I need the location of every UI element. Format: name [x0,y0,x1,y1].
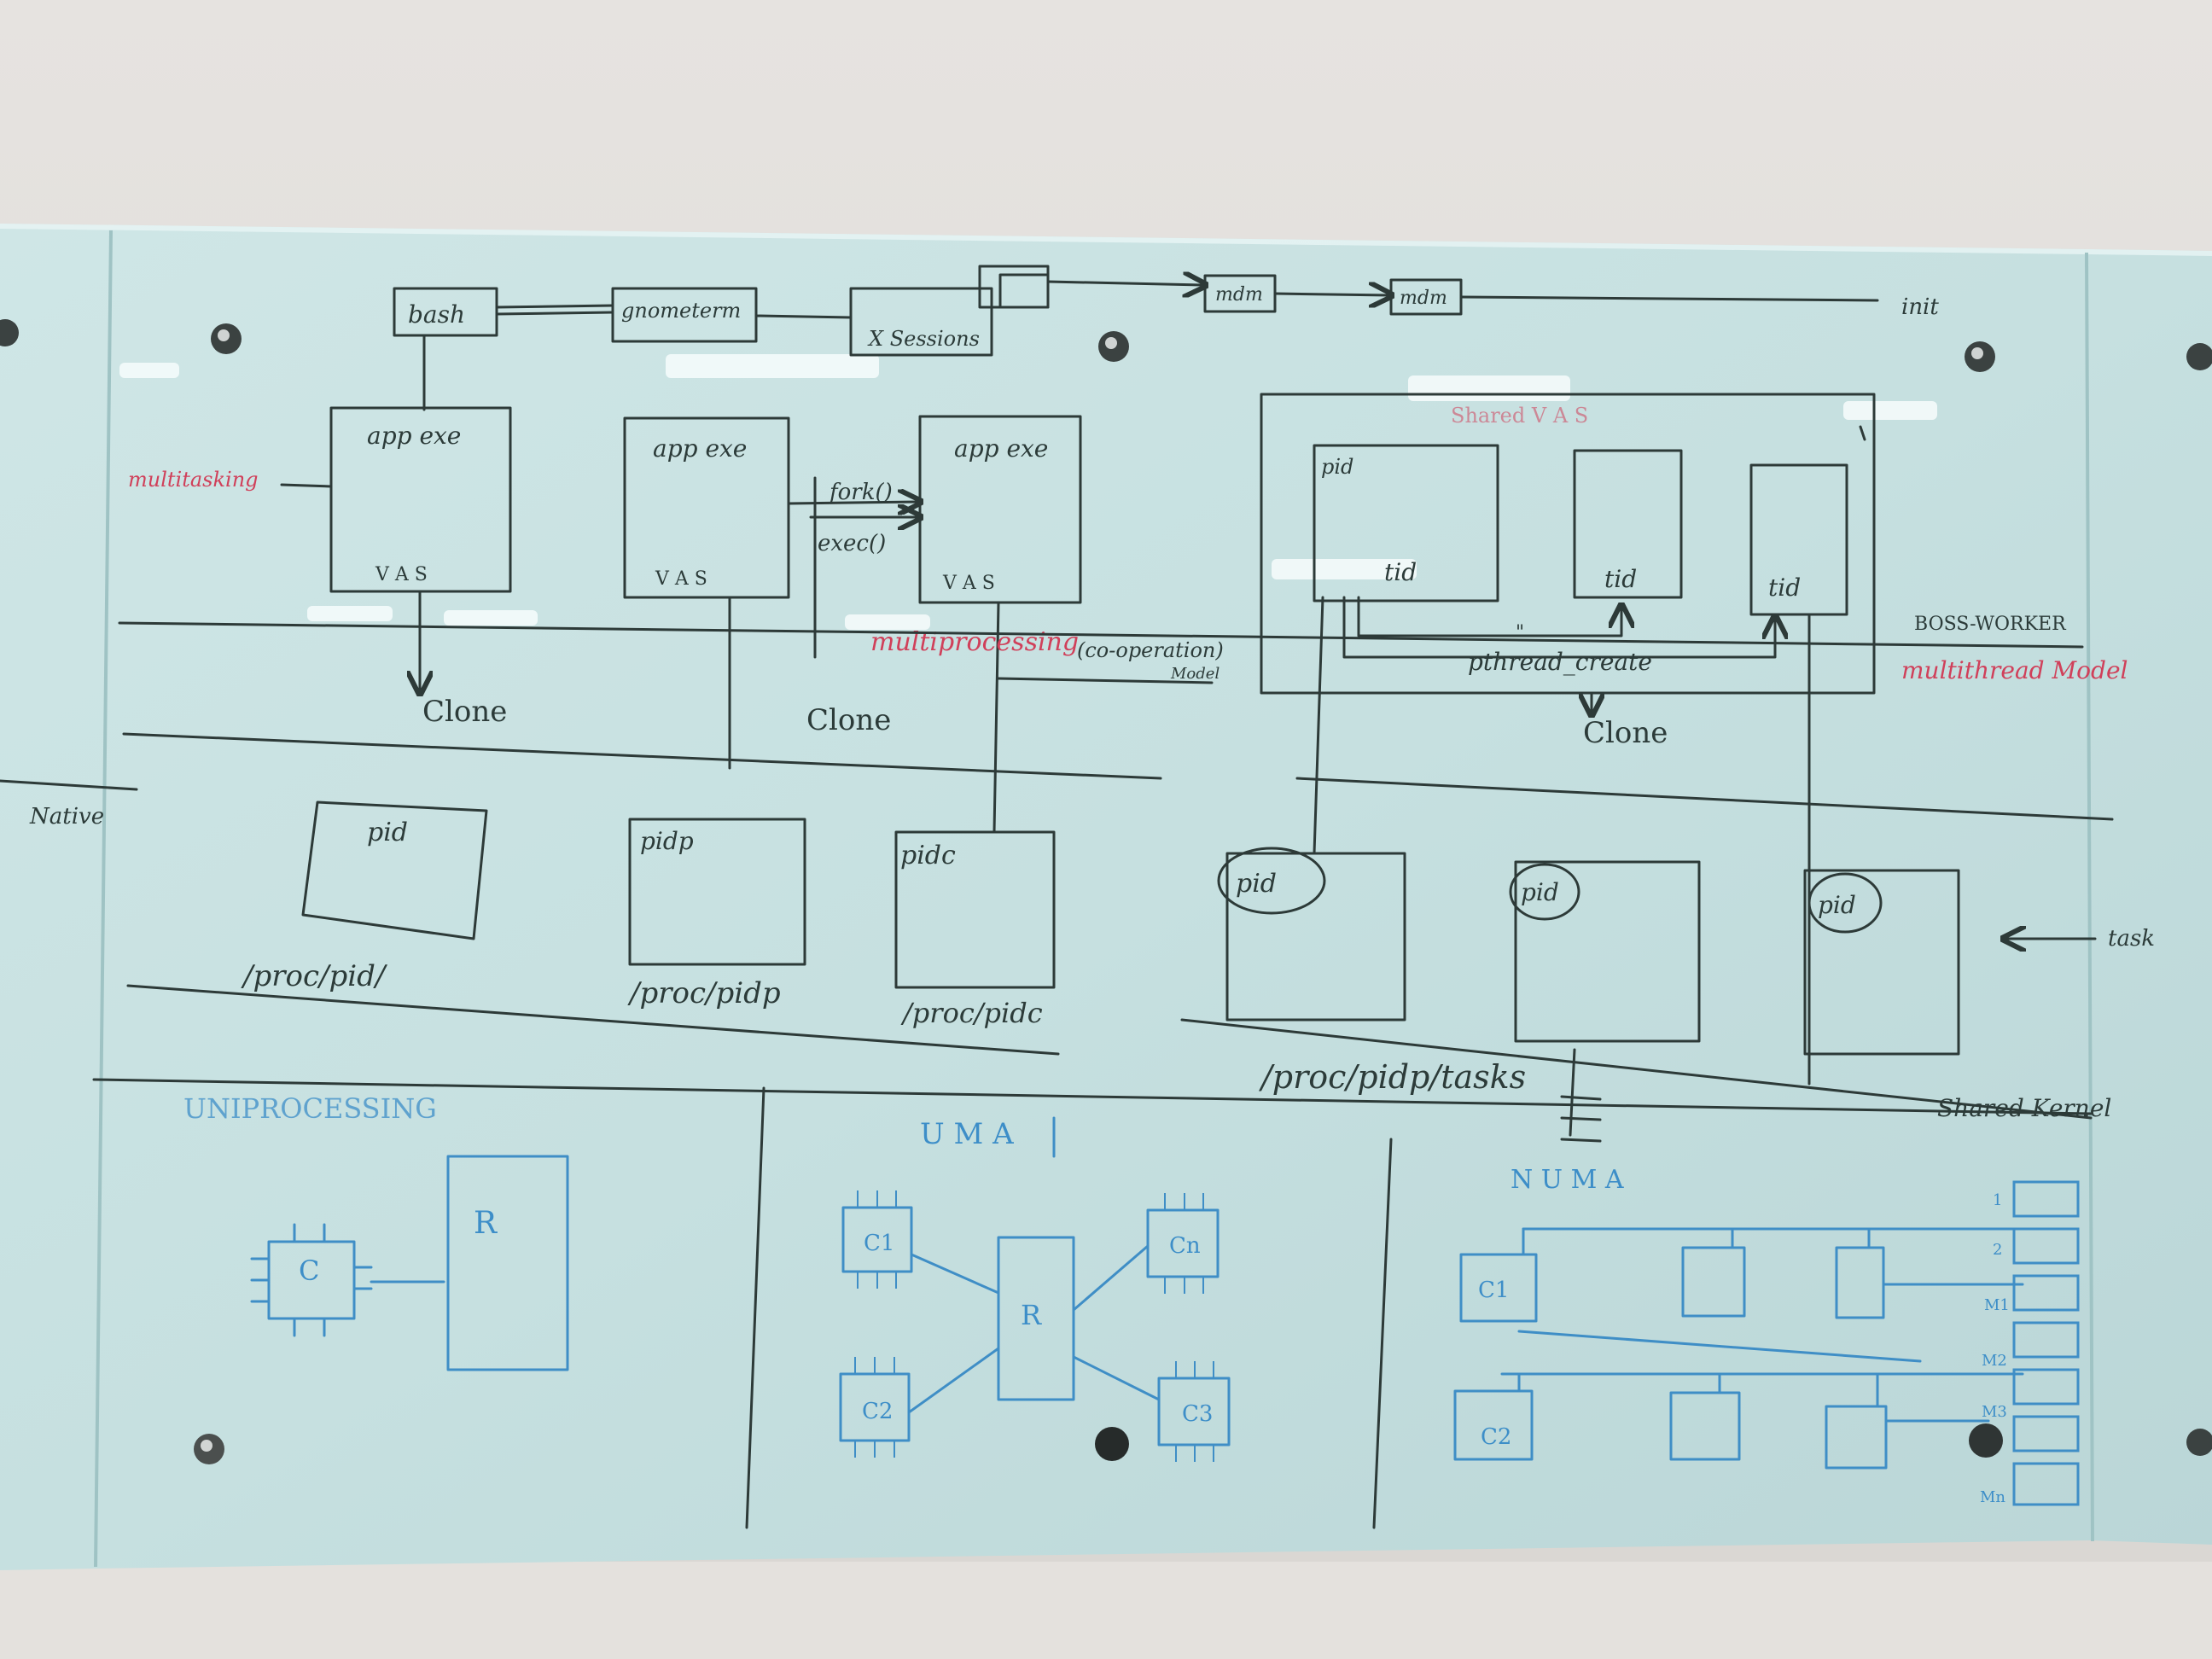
tid3-label: tid [1768,573,1801,602]
xsessions-label: X Sessions [867,327,980,351]
model-label: Model [1170,665,1220,683]
fork-label: fork() [828,480,893,505]
uni-cpu-label: C [299,1254,319,1287]
pid-box1-path: /proc/pid/ [241,959,388,993]
uni-ram-label: R [474,1206,498,1241]
thread-pid1-label: pid [1236,869,1277,899]
glass-board [0,224,2212,1570]
numa-cpu1: C1 [1478,1278,1509,1303]
boss-worker-label: BOSS-WORKER [1914,614,2067,635]
uma-cpu3: C3 [1182,1401,1213,1427]
uma-diagram [839,1116,1231,1462]
co-operation-label: (co-operation) [1077,638,1224,662]
uniprocessing-diagram [250,1155,569,1371]
uma-title: U M A [920,1117,1014,1151]
pid-box2-path: /proc/pidp [627,976,781,1010]
vas3-footer: V A S [942,573,995,594]
uma-cpu2: C2 [862,1399,893,1424]
shared-kernel-label: Shared Kernel [1937,1094,2111,1122]
vas3-title: app exe [954,434,1048,463]
exec-label: exec() [818,531,886,556]
pthread-quote: " [1516,622,1524,643]
vas1-footer: V A S [375,564,428,585]
multithread-model-label: multithread Model [1901,656,2128,684]
vas-boxes [280,406,1214,834]
gnometerm-label: gnometerm [621,299,741,323]
shared-pid-label: pid [1321,455,1353,479]
tid1-label: tid [1384,558,1417,586]
numa-mem-mn: Mn [1980,1488,2005,1506]
task-label: task [2108,926,2155,952]
board-seam-left [94,230,113,1568]
pid-boxes [301,800,2097,1143]
uma-cpu1: C1 [864,1231,894,1256]
divider-lines [0,621,2114,1529]
pid-box3-path: /proc/pidc [900,997,1043,1029]
numa-mem-1: 1 [1993,1191,2002,1209]
mdm2-label: mdm [1400,288,1447,309]
shared-vas-title: Shared V A S [1451,404,1588,428]
vas2-title: app exe [653,434,747,463]
vas1-title: app exe [367,422,461,450]
clone-label-3: Clone [1583,716,1668,750]
mdm-label: mdm [1215,284,1263,306]
clone-label-1: Clone [422,695,507,729]
numa-mem-m3: M3 [1982,1403,2007,1421]
pid-box1-label: pid [367,818,408,847]
thread-pid2-label: pid [1521,878,1559,906]
board-mounts [0,319,2212,1464]
tid2-label: tid [1604,565,1637,593]
shared-vas-frame [1260,393,1876,1086]
light-reflections [119,354,1937,630]
numa-diagram [1453,1180,2080,1506]
pid-box2-label: pidp [640,827,694,855]
vas2-footer: V A S [655,568,707,590]
bash-label: bash [408,300,465,329]
numa-cpu2: C2 [1481,1424,1511,1450]
numa-mem-2: 2 [1993,1241,2002,1259]
uma-ram: R [1021,1299,1042,1331]
numa-mem-m2: M2 [1982,1352,2007,1370]
multitasking-label: multitasking [128,468,259,492]
board-seam-right [2085,252,2094,1542]
thread-pid3-label: pid [1818,891,1856,919]
uniprocessing-title: UNIPROCESSING [183,1092,437,1125]
pid-box3-label: pidc [900,841,956,870]
numa-mem-m1: M1 [1984,1296,2010,1314]
floor-strip [0,1562,2212,1659]
glass-board-edge [0,224,2212,256]
pthread-create-label: pthread_create [1468,648,1652,676]
top-row-boxes [393,265,1879,411]
clone-label-2: Clone [806,703,891,737]
init-label: init [1901,294,1939,320]
numa-title: N U M A [1511,1165,1624,1195]
native-label: Native [29,804,104,830]
uma-cpun: Cn [1169,1233,1201,1259]
threads-path-label: /proc/pidp/tasks [1258,1058,1526,1096]
